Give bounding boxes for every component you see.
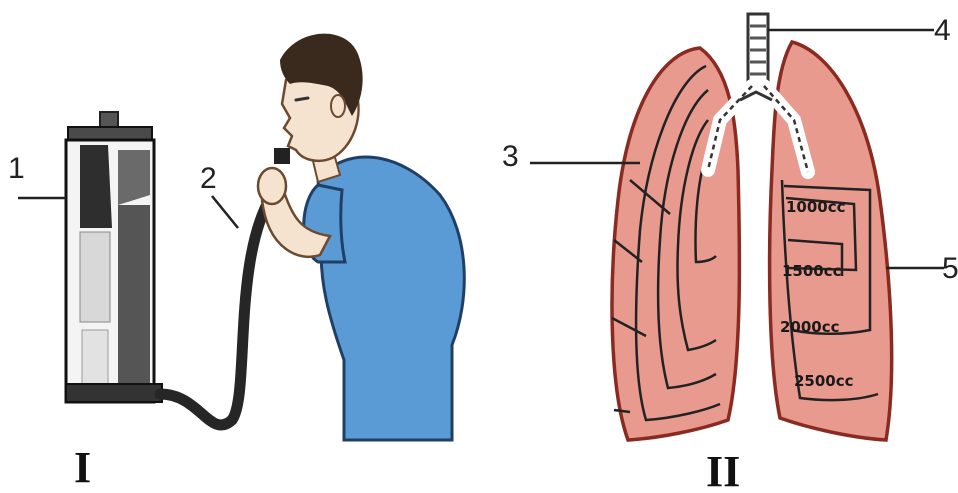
eye — [296, 98, 308, 100]
caption-II: II — [706, 447, 740, 493]
figure-II-lungs: 1000cc 1500cc 2000cc 2500cc — [612, 14, 892, 440]
mouthpiece — [274, 148, 290, 164]
label-2: 2 — [200, 162, 217, 195]
label-5: 5 — [942, 252, 958, 285]
figure-I-spirometer — [66, 112, 272, 425]
label-3: 3 — [502, 140, 519, 173]
volume-mark-1500: 1500cc — [782, 262, 842, 280]
volume-mark-2000: 2000cc — [780, 318, 840, 336]
leader-line-2 — [212, 196, 238, 228]
volume-mark-1000: 1000cc — [786, 198, 846, 216]
spirometer-handle — [100, 112, 118, 128]
spirometer-wall — [118, 205, 150, 385]
hand — [258, 168, 286, 204]
volume-mark-2500: 2500cc — [794, 372, 854, 390]
spirometer-base — [66, 384, 162, 402]
breathing-tube — [160, 195, 272, 425]
ear — [331, 95, 345, 117]
label-4: 4 — [934, 14, 951, 47]
caption-I: I — [74, 443, 91, 492]
spirometer-inner-dark — [80, 145, 112, 228]
figure-I-person — [258, 34, 464, 440]
left-lung — [612, 48, 739, 440]
spirometer-bell — [80, 232, 110, 322]
label-1: 1 — [8, 152, 25, 185]
